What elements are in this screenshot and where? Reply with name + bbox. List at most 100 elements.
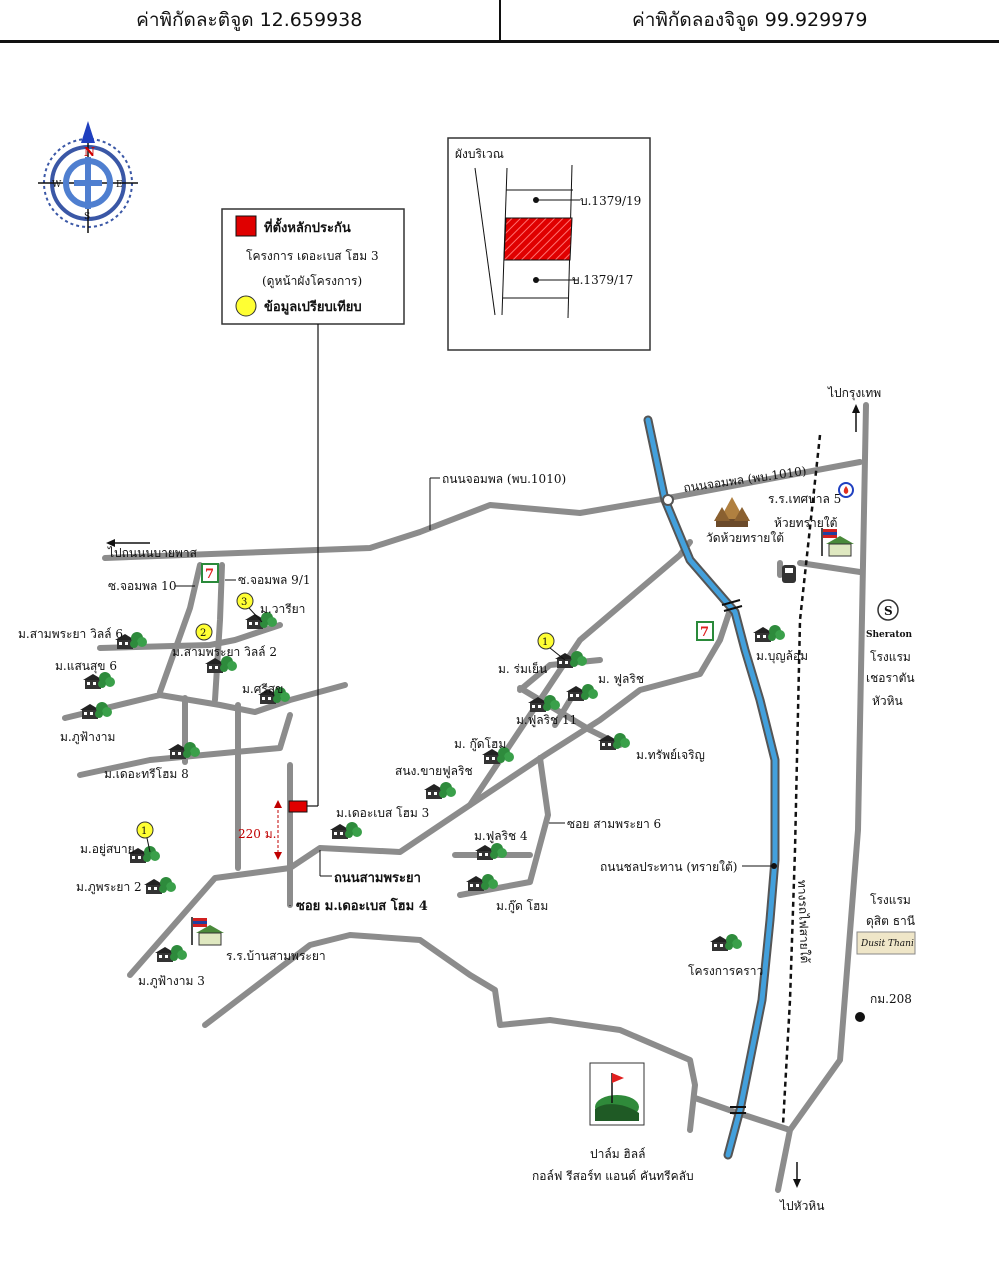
marker-number: 2 (200, 628, 206, 639)
dusit-label-1: โรงแรม (870, 893, 911, 907)
train-icon (782, 565, 796, 583)
sheraton-label-3: หัวหิน (872, 694, 903, 708)
village-sam-phraya-ville-6: ม.สามพระยา วิลล์ 6 (18, 627, 123, 641)
compass-n-label: N (84, 145, 95, 159)
to-bypass-label: ไปถนนนบายพาส (107, 546, 198, 560)
soi-thebase-label: ซอย ม.เดอะเบส โฮม 4 (296, 897, 428, 914)
intersection-icon (662, 494, 674, 506)
compass-w-label: W (52, 180, 62, 190)
village-sap-charoen: ม.ทรัพย์เจริญ (636, 748, 705, 762)
legend-comparison-label: ข้อมูลเปรียบเทียบ (264, 299, 362, 315)
km-marker-icon (855, 1012, 865, 1022)
school-thesaban-label-2: ห้วยทรายใต้ (774, 516, 837, 530)
school-thesaban-label: ร.ร.เทศบาล 5 (768, 492, 841, 506)
jompol-road-label: ถนนจอมพล (พบ.1010) (442, 472, 566, 486)
village-rom-yen: ม. ร่มเย็น (498, 661, 547, 676)
bridge-icon (721, 599, 746, 1114)
sam-phraya-road (127, 607, 733, 978)
compass-s-label: S (84, 212, 90, 222)
comparison-marker-3[interactable]: 3 (236, 592, 263, 623)
soi-sam-phraya-6-label: ซอย สามพระยา 6 (567, 817, 661, 831)
marker-number: 1 (542, 637, 548, 648)
crown-project-label: โครงการคราว (688, 964, 763, 978)
school-sam-phraya-label: ร.ร.บ้านสามพระยา (226, 949, 326, 963)
village-fulrich: ม. ฟูลริช (598, 672, 644, 687)
km208-label: กม.208 (870, 992, 912, 1006)
comparison-marker-2[interactable]: 2 (195, 623, 213, 641)
longitude-label: ค่าพิกัดลองจิจูด 99.929979 (632, 9, 868, 31)
plot-label-bottom: บ.1379/17 (572, 273, 633, 287)
site-inset: ผังบริเวณ บ.1379/19 บ.1379/17 (447, 137, 651, 351)
village-yu-sabai: ม.อยู่สบาย (80, 842, 135, 857)
svg-text:7: 7 (700, 625, 709, 640)
compass-rose-icon: N S E W (38, 121, 138, 233)
golf-flag-icon (589, 1062, 645, 1126)
village-good-home-2: ม.กู๊ด โฮม (496, 899, 548, 914)
river (643, 415, 780, 1160)
distance-label: 220 ม. (238, 827, 276, 841)
sheraton-label-1: โรงแรม (870, 650, 911, 664)
coordinate-header: ค่าพิกัดละติจูด 12.659938 ค่าพิกัดลองจิจ… (0, 0, 999, 43)
railway-line (781, 434, 822, 1126)
school-flag-icon (821, 528, 854, 557)
dusit-logo-text: Dusit Thani (860, 939, 914, 949)
railway-label: ทางรถไฟสายใต้ (795, 880, 812, 964)
school-flag-icon (191, 917, 224, 946)
sheraton-logo-text: Sheraton (866, 630, 913, 640)
fulrich-sales-office: สนง.ขายฟูลริช (395, 764, 473, 779)
golf-label-1: ปาล์ม ฮิลล์ (590, 1147, 645, 1161)
village-phu-fa-ngam: ม.ภูฟ้างาม (60, 730, 115, 745)
comparison-swatch (235, 295, 257, 317)
village-boon-lom: ม.บุญล้อม (756, 649, 808, 664)
plot-label-top: บ.1379/19 (580, 194, 641, 208)
soi-jompol-10-label: ซ.จอมพล 10 (108, 579, 176, 593)
comparison-marker-1[interactable]: 1 (537, 632, 566, 661)
site-marker[interactable] (288, 800, 308, 813)
sheraton-label-2: เชอราตัน (866, 671, 915, 685)
legend: ที่ตั้งหลักประกัน โครงการ เดอะเบส โฮม 3 … (221, 208, 405, 807)
comparison-marker-1b[interactable]: 1 (136, 821, 154, 853)
sam-phraya-road-label: ถนนสามพระยา (334, 871, 421, 886)
to-huahin-label: ไปหัวหิน (779, 1199, 824, 1213)
village-the-base-home-3: ม.เดอะเบส โฮม 3 (336, 806, 429, 820)
inset-title: ผังบริเวณ (455, 147, 504, 161)
gas-station-icon (838, 482, 854, 498)
village-sam-phraya-ville-2: ม.สามพระยา วิลล์ 2 (172, 645, 277, 659)
seven-eleven-icon: 7 7 (201, 563, 714, 641)
compass-e-label: E (116, 180, 123, 190)
marker-number: 1 (141, 826, 147, 837)
dusit-label-2: ดุสิต ธานี (866, 914, 915, 929)
village-phu-fa-ngam-3: ม.ภูฟ้างาม 3 (138, 974, 205, 989)
arrow-left-icon (106, 539, 150, 547)
village-phu-phraya-2: ม.ภูพระยา 2 (76, 880, 142, 895)
temple-icon (714, 497, 750, 527)
legend-site-label: ที่ตั้งหลักประกัน (264, 217, 351, 236)
village-sri-suk: ม.ศรีสุข (242, 682, 283, 697)
site-swatch (235, 215, 257, 237)
soi-jompol-9-1-label: ซ.จอมพล 9/1 (238, 573, 311, 587)
village-the-tree-home-8: ม.เดอะทรีโฮม 8 (104, 767, 189, 781)
legend-project-label: โครงการ เดอะเบส โฮม 3 (246, 249, 379, 263)
sheraton-logo: S Sheraton (866, 599, 913, 640)
legend-project-note: (ดูหน้าผังโครงการ) (262, 274, 362, 289)
dusit-logo: Dusit Thani (856, 931, 916, 955)
village-saen-suk-6: ม.แสนสุข 6 (55, 659, 117, 674)
wat-label: วัดห้วยทรายใต้ (706, 531, 784, 545)
marker-number: 3 (241, 597, 247, 608)
distance-marker: 220 ม. (238, 800, 282, 860)
arrow-down-icon (793, 1162, 801, 1188)
irrigation-road-label: ถนนชลประทาน (ทรายใต้) (600, 860, 737, 874)
arrow-up-icon (852, 404, 860, 432)
village-fulrich-4: ม.ฟูลริช 4 (474, 829, 528, 844)
village-wariya: ม.วารียา (260, 602, 305, 616)
village-good-home: ม. กู๊ดโฮม (454, 737, 506, 752)
to-bangkok-label: ไปกรุงเทพ (827, 386, 881, 401)
golf-label-2: กอล์ฟ รีสอร์ท แอนด์ คันทรีคลับ (532, 1169, 694, 1183)
village-fulrich-11: ม.ฟูลริช 11 (516, 713, 577, 728)
svg-text:7: 7 (205, 567, 214, 582)
latitude-label: ค่าพิกัดละติจูด 12.659938 (0, 0, 501, 40)
jompol-road-label-2: ถนนจอมพล (พบ.1010) (682, 464, 807, 495)
main-highway (775, 402, 869, 1193)
svg-text:S: S (884, 604, 893, 618)
